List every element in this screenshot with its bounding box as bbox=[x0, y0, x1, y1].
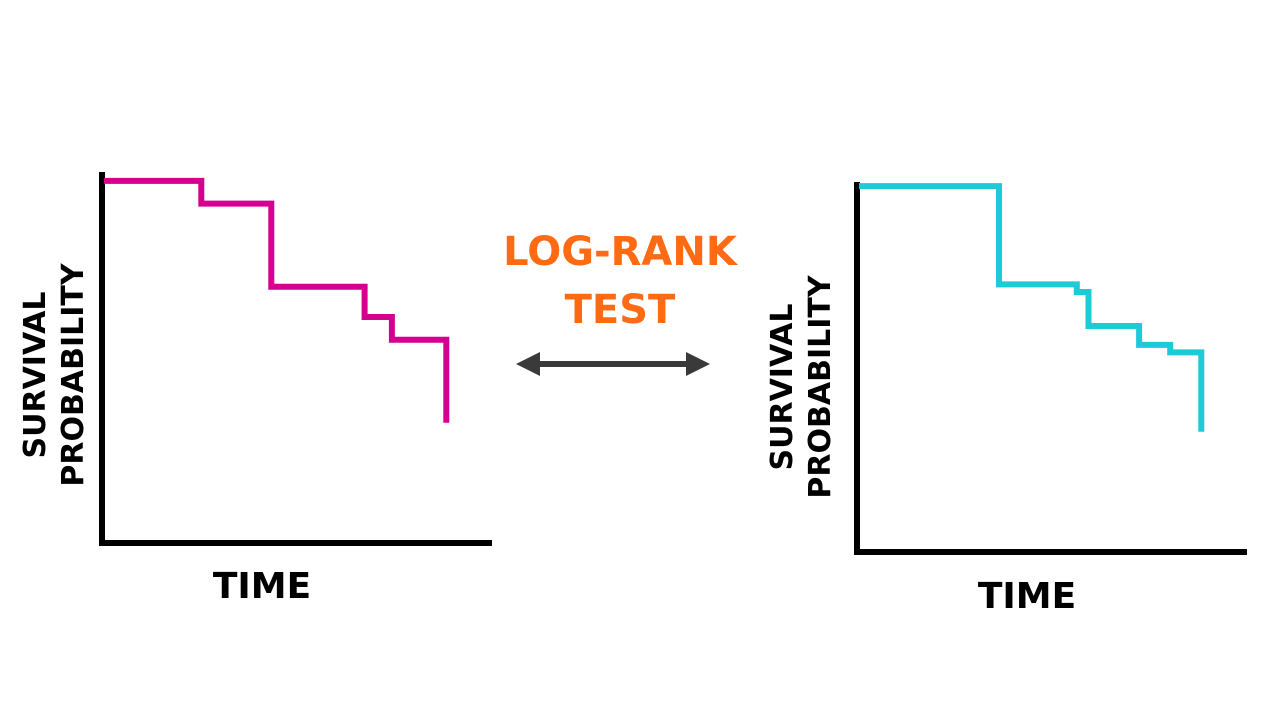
right-y-axis-label-line1: SURVIVAL bbox=[765, 304, 800, 471]
left-survival-chart: SURVIVAL PROBABILITY TIME bbox=[18, 172, 492, 607]
title-line1: LOG-RANK bbox=[503, 229, 739, 275]
left-y-axis-label-line2: PROBABILITY bbox=[56, 262, 91, 486]
right-survival-curve bbox=[859, 183, 1205, 432]
left-y-axis-label-line1: SURVIVAL bbox=[18, 292, 53, 459]
left-survival-curve bbox=[104, 177, 450, 423]
title-line2: TEST bbox=[565, 287, 676, 333]
right-survival-chart: SURVIVAL PROBABILITY TIME bbox=[765, 182, 1247, 617]
right-y-axis-label-line2: PROBABILITY bbox=[803, 274, 838, 498]
left-x-axis-label: TIME bbox=[213, 566, 311, 607]
log-rank-test-label: LOG-RANK TEST bbox=[503, 229, 739, 333]
right-x-axis-label: TIME bbox=[978, 576, 1076, 617]
double-headed-arrow-icon bbox=[516, 352, 710, 376]
